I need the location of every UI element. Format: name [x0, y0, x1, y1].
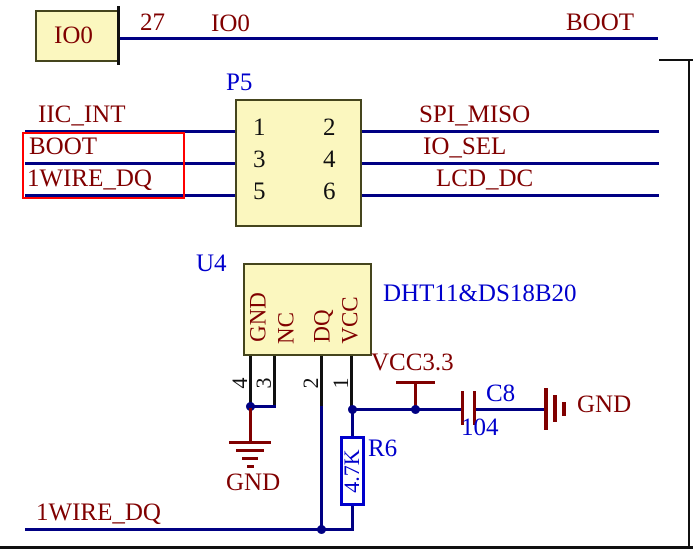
u4-comment[interactable]: DHT11&DS18B20 — [383, 280, 577, 307]
r6-value: 4.7K — [339, 449, 364, 493]
p5-pin-number-3: 3 — [253, 146, 266, 173]
u4-pin-line-1 — [350, 356, 353, 409]
junction-dot — [411, 405, 420, 414]
gnd-join-wire — [249, 405, 276, 408]
p5-pin-number-6: 6 — [323, 178, 336, 205]
sheet-border-bottom — [0, 546, 693, 549]
u4-pin-line-4 — [249, 356, 252, 408]
net-label-io-sel[interactable]: IO_SEL — [423, 133, 507, 160]
gnd-symbol-right-bar3 — [562, 402, 566, 416]
gnd-label-left[interactable]: GND — [226, 469, 281, 496]
vcc-net-label[interactable]: VCC3.3 — [371, 349, 454, 376]
p5-wire-right-2 — [362, 162, 659, 165]
selection-highlight-rect — [22, 132, 185, 199]
r6-body[interactable] — [340, 436, 365, 506]
u4-pin-line-2 — [320, 356, 323, 406]
bottom-net-wire — [25, 528, 354, 531]
u4-pin-number-1: 1 — [328, 377, 353, 389]
vcc-wire-right — [476, 408, 544, 411]
net-label-1wire-dq-bottom[interactable]: 1WIRE_DQ — [36, 499, 161, 526]
p5-wire-left-1 — [25, 130, 235, 133]
gnd-label-right[interactable]: GND — [577, 391, 632, 418]
sheet-border-notch — [659, 59, 693, 61]
gnd-symbol-right-bar1 — [544, 388, 548, 430]
p5-wire-left-3 — [25, 194, 235, 197]
p5-wire-right-1 — [362, 130, 659, 133]
sheet-border-right — [688, 59, 690, 548]
c8-value[interactable]: 104 — [461, 414, 499, 441]
gnd-symbol-left-bar2 — [236, 449, 264, 452]
junction-dot — [246, 402, 255, 411]
u4-pin-name-vcc: VCC — [337, 296, 363, 344]
capacitor-plate-left — [461, 391, 464, 425]
p5-body[interactable] — [235, 99, 362, 227]
u4-pin-number-4: 4 — [227, 377, 252, 389]
net-label-boot[interactable]: BOOT — [29, 133, 98, 160]
u4-pin-number-3: 3 — [251, 377, 276, 389]
dq-wire — [320, 406, 323, 531]
c8-designator[interactable]: C8 — [486, 380, 516, 407]
gnd-symbol-left-bar3 — [242, 457, 258, 460]
io0-part-body[interactable] — [35, 10, 119, 62]
r6-designator[interactable]: R6 — [368, 435, 398, 462]
p5-pin-number-4: 4 — [323, 146, 336, 173]
p5-pin-number-5: 5 — [253, 178, 266, 205]
u4-pin-name-dq: DQ — [309, 309, 335, 343]
u4-body[interactable] — [243, 263, 372, 356]
io0-pin-edge-line — [117, 6, 120, 65]
vcc-wire-left — [351, 408, 463, 411]
io0-net-label[interactable]: IO0 — [211, 10, 250, 37]
vcc-power-bar-icon — [396, 381, 435, 384]
p5-wire-left-2 — [25, 162, 235, 165]
r6-wire-top — [351, 409, 354, 436]
p5-pin-number-1: 1 — [253, 114, 266, 141]
gnd-symbol-right-bar2 — [553, 395, 557, 422]
p5-wire-right-3 — [362, 194, 659, 197]
r6-wire-bottom — [351, 506, 354, 531]
u4-pin-number-2: 2 — [298, 377, 323, 389]
net-label-lcd-dc[interactable]: LCD_DC — [436, 165, 534, 192]
u4-pin-name-gnd: GND — [245, 292, 271, 342]
io0-part-label[interactable]: IO0 — [54, 22, 93, 49]
vcc-power-stem — [414, 384, 417, 409]
gnd-symbol-stem-left — [249, 408, 252, 441]
io0-wire — [120, 37, 658, 40]
u4-pin-line-3 — [273, 356, 276, 408]
u4-pin-name-nc: NC — [273, 312, 299, 344]
net-label-spi-miso[interactable]: SPI_MISO — [419, 101, 531, 128]
net-label-1wire-dq[interactable]: 1WIRE_DQ — [27, 165, 152, 192]
p5-pin-number-2: 2 — [323, 114, 336, 141]
p5-designator[interactable]: P5 — [226, 69, 253, 96]
boot-net-label-top[interactable]: BOOT — [566, 9, 635, 36]
u4-designator[interactable]: U4 — [196, 250, 227, 277]
gnd-symbol-left-bar4 — [247, 465, 254, 468]
gnd-symbol-left-bar1 — [229, 441, 271, 444]
capacitor-plate-right — [473, 391, 476, 425]
junction-dot — [317, 525, 326, 534]
net-label-iic-int[interactable]: IIC_INT — [38, 101, 126, 128]
io0-pin-number: 27 — [140, 9, 165, 36]
